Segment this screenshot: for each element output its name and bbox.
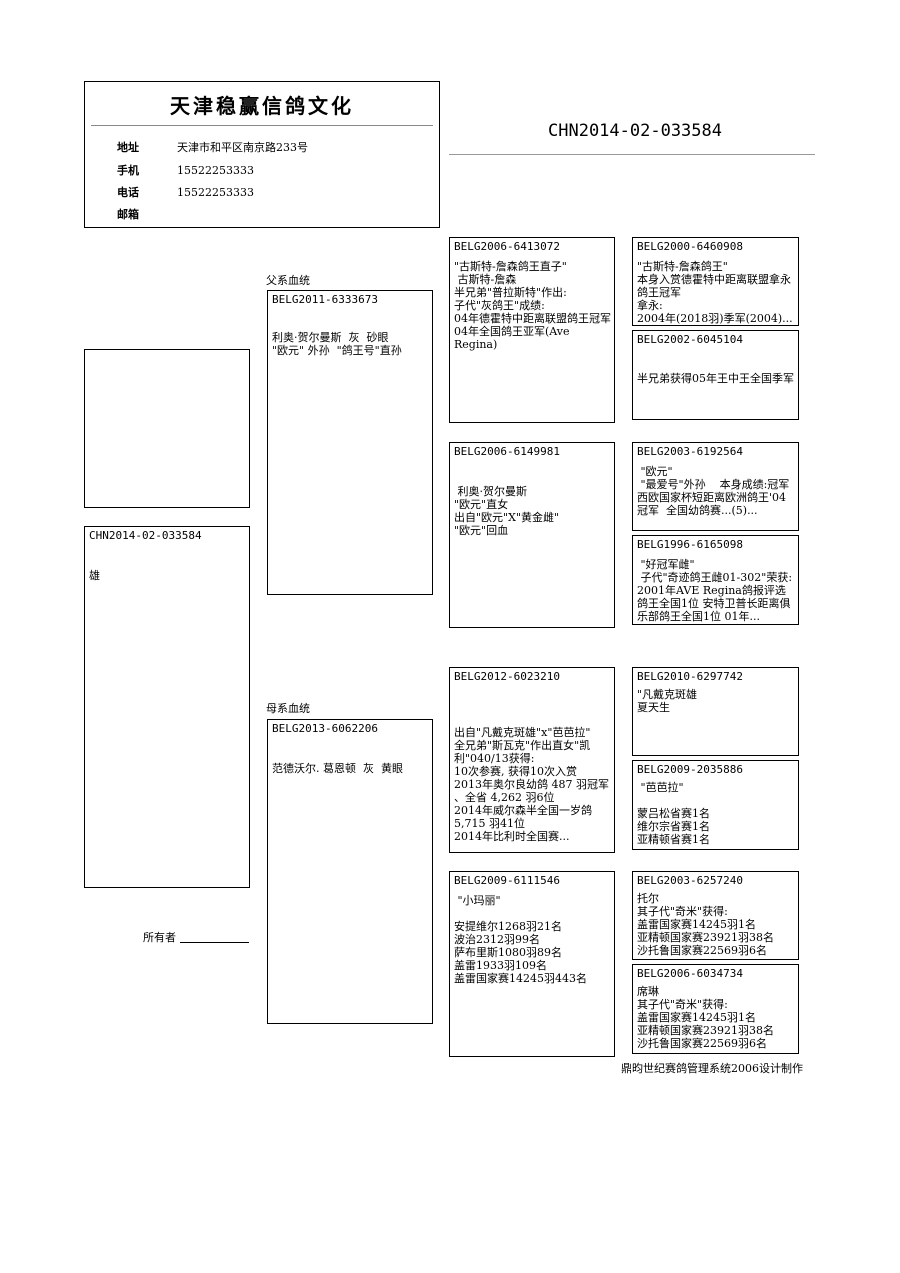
sire-dam-box: BELG2006-6149981 利奥·贺尔曼斯 "欧元"直女 出自"欧元"X"… xyxy=(449,442,615,628)
ggp-box-7: BELG2003-6257240 托尔 其子代"奇米"获得: 盖雷国家赛1424… xyxy=(632,871,799,960)
ggp-text-6: "芭芭拉" 蒙吕松省赛1名 维尔宗省赛1名 亚精顿省赛1名 xyxy=(637,781,710,846)
ggp-text-8: 席琳 其子代"奇米"获得: 盖雷国家赛14245羽1名 亚精顿国家赛23921羽… xyxy=(637,985,774,1050)
owner-label: 所有者 xyxy=(143,931,176,944)
ggp-ring-1: BELG2000-6460908 xyxy=(637,240,743,253)
sire-sire-text: "古斯特-詹森鸽王直子" 古斯特-詹森 半兄弟"普拉斯特"作出: 子代"灰鸽王"… xyxy=(454,260,611,351)
sire-line-label: 父系血统 xyxy=(266,274,310,287)
sire-text: 利奥·贺尔曼斯 灰 砂眼 "欧元" 外孙 "鸽王号"直孙 xyxy=(272,331,402,357)
title-underline xyxy=(449,154,815,155)
phone-label: 电话 xyxy=(117,186,139,199)
subject-ring: CHN2014-02-033584 xyxy=(89,529,202,542)
sire-sire-box: BELG2006-6413072 "古斯特-詹森鸽王直子" 古斯特-詹森 半兄弟… xyxy=(449,237,615,423)
dam-text: 范德沃尔. 葛恩顿 灰 黄眼 xyxy=(272,762,403,775)
address-label: 地址 xyxy=(117,141,139,154)
ggp-ring-7: BELG2003-6257240 xyxy=(637,874,743,887)
club-name: 天津稳赢信鸽文化 xyxy=(170,94,354,118)
sire-dam-ring: BELG2006-6149981 xyxy=(454,445,560,458)
dam-dam-ring: BELG2009-6111546 xyxy=(454,874,560,887)
ggp-text-7: 托尔 其子代"奇米"获得: 盖雷国家赛14245羽1名 亚精顿国家赛23921羽… xyxy=(637,892,774,957)
ggp-box-3: BELG2003-6192564 "欧元" "最爱号"外孙 本身成绩:冠军 西欧… xyxy=(632,442,799,531)
mobile-label: 手机 xyxy=(117,164,139,177)
sire-dam-text: 利奥·贺尔曼斯 "欧元"直女 出自"欧元"X"黄金雌" "欧元"回血 xyxy=(454,485,560,537)
ggp-ring-2: BELG2002-6045104 xyxy=(637,333,743,346)
ggp-box-8: BELG2006-6034734 席琳 其子代"奇米"获得: 盖雷国家赛1424… xyxy=(632,964,799,1054)
phone-value: 15522253333 xyxy=(177,186,254,199)
sire-sire-ring: BELG2006-6413072 xyxy=(454,240,560,253)
address-value: 天津市和平区南京路233号 xyxy=(177,141,308,154)
dam-box: BELG2013-6062206 范德沃尔. 葛恩顿 灰 黄眼 xyxy=(267,719,433,1024)
email-label: 邮箱 xyxy=(117,208,139,221)
ggp-text-5: "凡戴克斑雄 夏天生 xyxy=(637,688,698,714)
subject-box: CHN2014-02-033584 雄 xyxy=(84,526,250,888)
footer-credit: 鼎昀世纪赛鸽管理系统2006设计制作 xyxy=(621,1062,803,1075)
ggp-box-6: BELG2009-2035886 "芭芭拉" 蒙吕松省赛1名 维尔宗省赛1名 亚… xyxy=(632,760,799,850)
pigeon-photo xyxy=(84,349,250,508)
sire-ring: BELG2011-6333673 xyxy=(272,293,378,306)
owner-line xyxy=(180,942,249,943)
subject-sex: 雄 xyxy=(89,569,100,582)
dam-dam-box: BELG2009-6111546 "小玛丽" 安提维尔1268羽21名 波治23… xyxy=(449,871,615,1057)
club-divider xyxy=(91,125,433,126)
dam-sire-text: 出自"凡戴克斑雄"x"芭芭拉" 全兄弟"斯瓦克"作出直女"凯利"040/13获得… xyxy=(454,726,609,843)
ggp-text-1: "古斯特-詹森鸽王" 本身入赏德霍特中距离联盟拿永鸽王冠军 拿永: 2004年(… xyxy=(637,260,793,325)
ggp-text-4: "好冠军雌" 子代"奇迹鸽王雌01-302"荣获: 2001年AVE Regin… xyxy=(637,558,793,623)
club-info-box: 天津稳赢信鸽文化 地址 天津市和平区南京路233号 手机 15522253333… xyxy=(84,81,440,228)
sire-box: BELG2011-6333673 利奥·贺尔曼斯 灰 砂眼 "欧元" 外孙 "鸽… xyxy=(267,290,433,595)
ggp-box-2: BELG2002-6045104 半兄弟获得05年王中王全国季军 xyxy=(632,330,799,420)
ggp-box-5: BELG2010-6297742 "凡戴克斑雄 夏天生 xyxy=(632,667,799,756)
ggp-text-2: 半兄弟获得05年王中王全国季军 xyxy=(637,372,794,385)
dam-dam-text: "小玛丽" 安提维尔1268羽21名 波治2312羽99名 萨布里斯1080羽8… xyxy=(454,894,587,985)
dam-line-label: 母系血统 xyxy=(266,702,310,715)
ggp-ring-6: BELG2009-2035886 xyxy=(637,763,743,776)
ggp-ring-4: BELG1996-6165098 xyxy=(637,538,743,551)
ggp-box-1: BELG2000-6460908 "古斯特-詹森鸽王" 本身入赏德霍特中距离联盟… xyxy=(632,237,799,326)
mobile-value: 15522253333 xyxy=(177,164,254,177)
ggp-box-4: BELG1996-6165098 "好冠军雌" 子代"奇迹鸽王雌01-302"荣… xyxy=(632,535,799,625)
ggp-ring-3: BELG2003-6192564 xyxy=(637,445,743,458)
dam-sire-ring: BELG2012-6023210 xyxy=(454,670,560,683)
ggp-ring-8: BELG2006-6034734 xyxy=(637,967,743,980)
dam-sire-box: BELG2012-6023210 出自"凡戴克斑雄"x"芭芭拉" 全兄弟"斯瓦克… xyxy=(449,667,615,853)
ggp-text-3: "欧元" "最爱号"外孙 本身成绩:冠军 西欧国家杯短距离欧洲鸽王'04 冠军 … xyxy=(637,465,790,517)
dam-ring: BELG2013-6062206 xyxy=(272,722,378,735)
page-title-ring: CHN2014-02-033584 xyxy=(548,121,722,141)
ggp-ring-5: BELG2010-6297742 xyxy=(637,670,743,683)
